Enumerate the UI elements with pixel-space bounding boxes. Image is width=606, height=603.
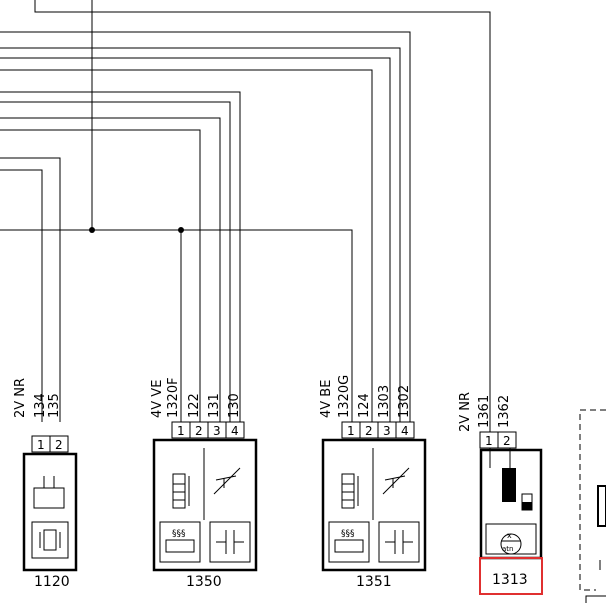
- pin-label: 1: [485, 434, 493, 448]
- pin-box: [225, 421, 245, 439]
- component-1120: 2V NR 134 135 1 2 1120: [13, 378, 78, 590]
- svg-text:§§§: §§§: [172, 529, 186, 539]
- wire-label: 130: [227, 393, 242, 418]
- svg-text:x: x: [507, 531, 512, 540]
- pin-label: 4: [231, 424, 239, 438]
- pin-label: 2: [365, 424, 373, 438]
- component-id: 1313: [492, 572, 528, 588]
- wire-1303b: [0, 69, 373, 422]
- wire-label: 1302: [397, 385, 412, 418]
- wires: [0, 0, 491, 432]
- wire-label: 1362: [497, 395, 512, 428]
- wire-label: 131: [207, 393, 222, 418]
- svg-text:§§§: §§§: [341, 529, 355, 539]
- wire-label: 134: [33, 393, 48, 418]
- wire-122: [0, 117, 221, 422]
- wire-label: 1303: [377, 385, 392, 418]
- component-id: 1120: [34, 574, 70, 590]
- wire-label: 1320G: [337, 375, 352, 418]
- pin-label: 3: [213, 424, 221, 438]
- junction-dot: [178, 227, 184, 233]
- wire-bus: [0, 229, 353, 422]
- component-id: 1351: [356, 574, 392, 590]
- pin-label: 2: [503, 434, 511, 448]
- buzzer-icon: [31, 521, 69, 559]
- pin-label: 1: [347, 424, 355, 438]
- defrost-icon: [159, 521, 201, 563]
- atn-label: atn: [502, 545, 513, 553]
- highlight-box: [479, 557, 543, 595]
- wire-1362: [0, 31, 411, 422]
- wire-label: 122: [187, 393, 202, 418]
- wire-label: 135: [47, 393, 62, 418]
- wire-1361: [34, 0, 491, 432]
- wire-122b: [0, 129, 201, 422]
- wire-label: 1361: [477, 395, 492, 428]
- pin-box: [497, 431, 517, 449]
- sensor-icon: [502, 468, 516, 502]
- defrost-icon: [328, 521, 370, 563]
- wire-label: 1320F: [166, 377, 181, 418]
- connector-label: 2V NR: [13, 378, 28, 418]
- heater-icon: [341, 473, 355, 509]
- component-1351: 4V BE 1320G 124 1303 1302 1 2 3 4 §§§ 13…: [319, 375, 427, 590]
- junction-dot: [89, 227, 95, 233]
- wire-131: [0, 101, 231, 422]
- component-1313: 2V NR 1361 1362 1 2 atn x 1313: [458, 392, 543, 595]
- component-1350: 4V VE 1320F 122 131 130 1 2 3 4 §§§ 1350: [150, 377, 258, 590]
- pin-label: 2: [195, 424, 203, 438]
- wire-130: [0, 91, 241, 422]
- pin-box: [49, 435, 69, 453]
- wire-1302: [0, 47, 401, 422]
- component-id: 1350: [186, 574, 222, 590]
- pin-label: 4: [401, 424, 409, 438]
- wire-1303: [0, 57, 391, 422]
- partial-component: [579, 409, 606, 603]
- pin-label: 2: [55, 438, 63, 452]
- pin-label: 1: [177, 424, 185, 438]
- connector-label: 4V BE: [319, 380, 334, 418]
- connector-label: 2V NR: [458, 392, 473, 432]
- pin-label: 3: [383, 424, 391, 438]
- connector-label: 4V VE: [150, 380, 165, 418]
- pin-box: [395, 421, 415, 439]
- wire-135: [0, 157, 61, 422]
- wire-label: 124: [357, 393, 372, 418]
- heater-icon: [172, 473, 186, 509]
- pin-label: 1: [37, 438, 45, 452]
- wire-134: [0, 169, 43, 422]
